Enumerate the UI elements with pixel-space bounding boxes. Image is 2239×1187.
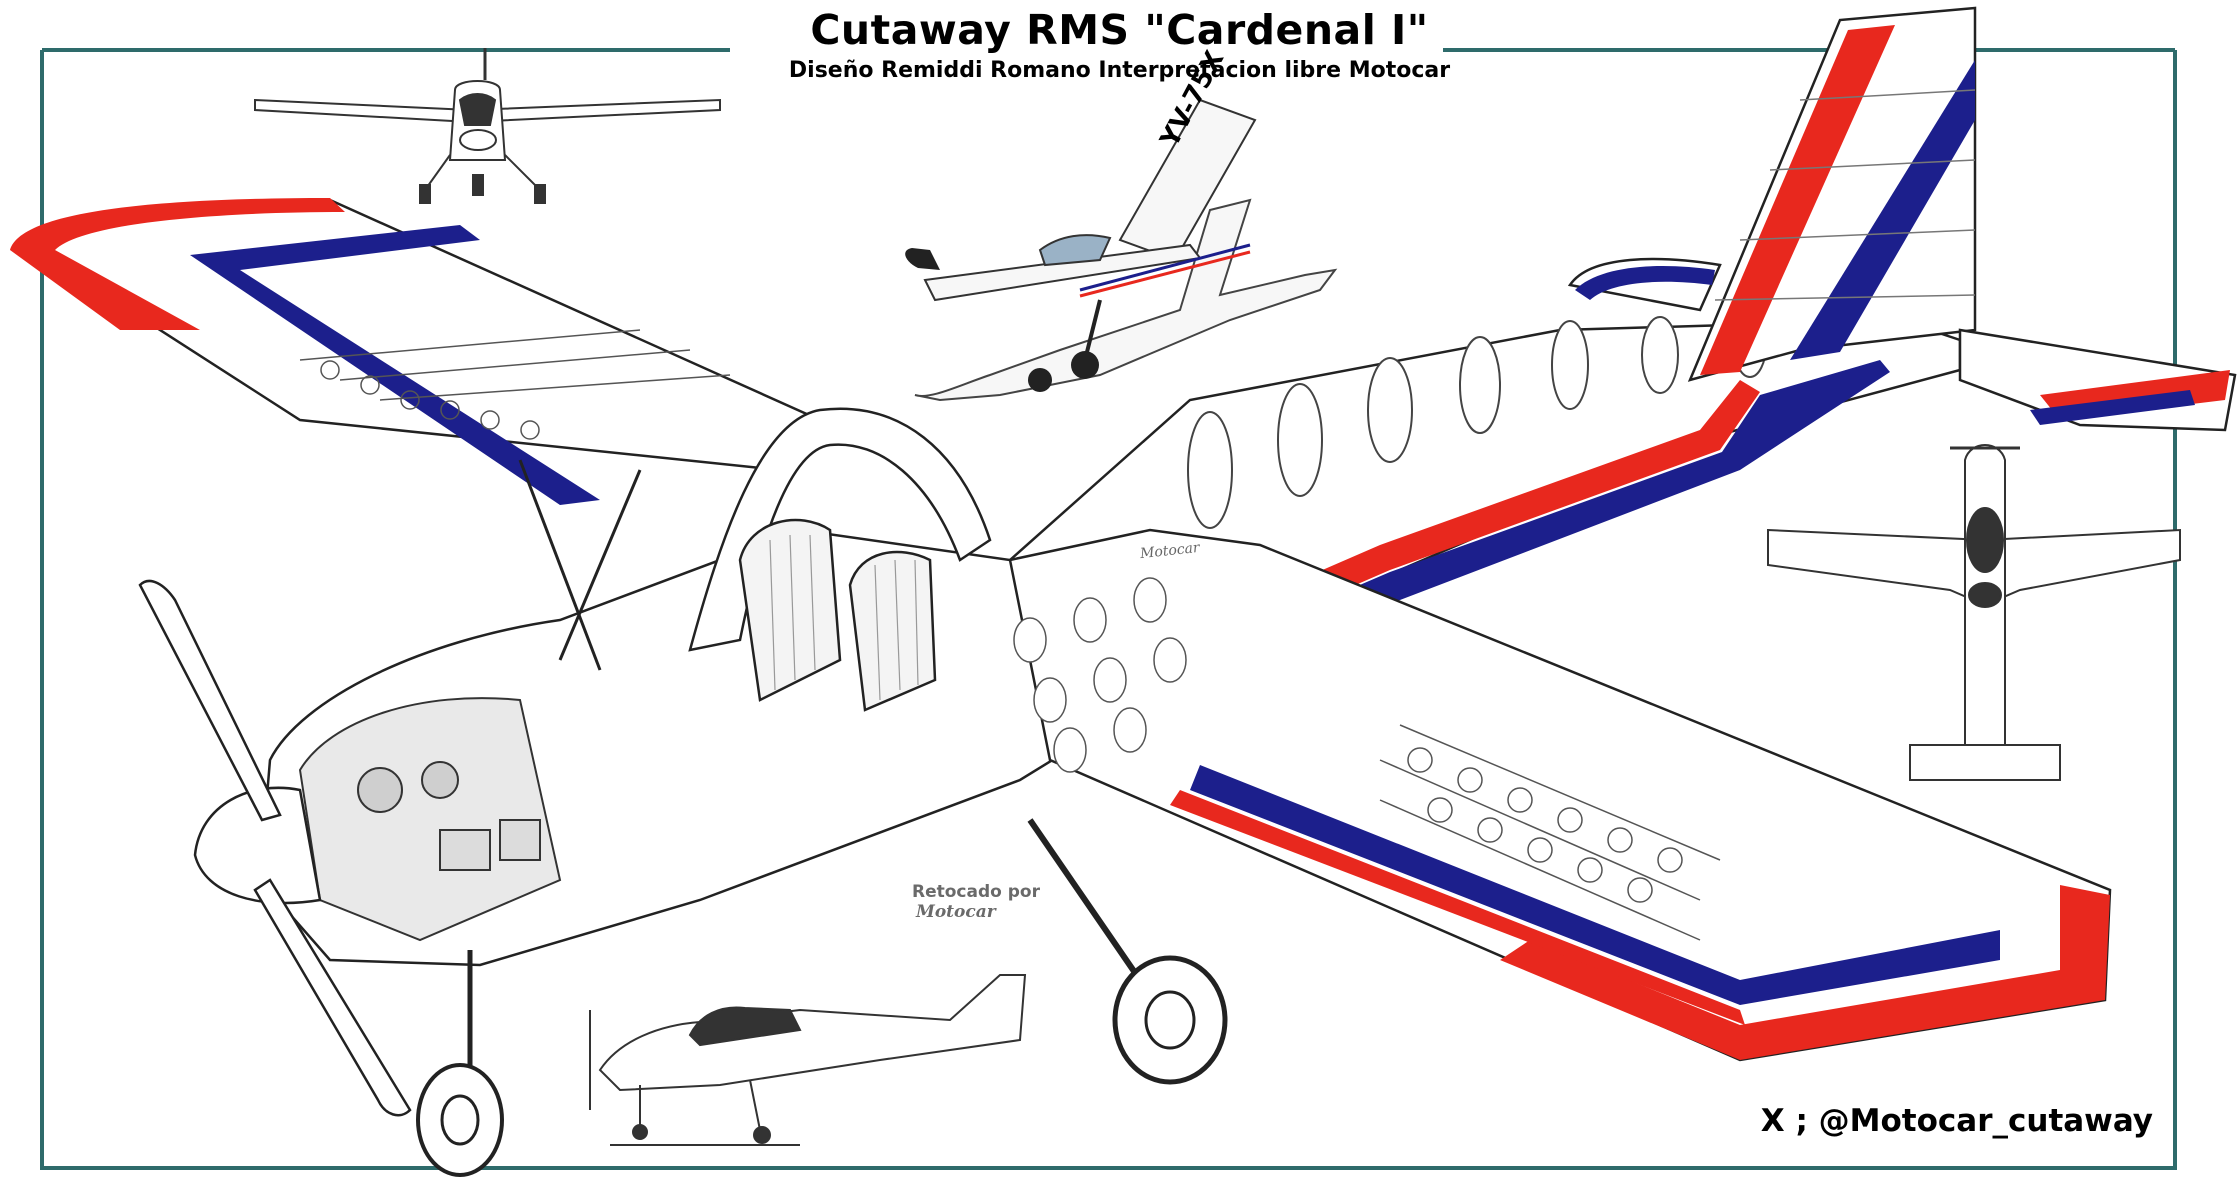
wing-left-red-edge bbox=[10, 198, 345, 330]
wing-right-ribs bbox=[1379, 724, 1721, 941]
wing-left-blue-stripe bbox=[190, 225, 600, 505]
seat-stitching bbox=[769, 534, 919, 701]
wing-right-red-stripe bbox=[1170, 790, 1745, 1025]
stabilizer-left-stripe bbox=[1575, 266, 1715, 300]
main-wheel-hub bbox=[1144, 990, 1196, 1050]
canopy bbox=[688, 407, 992, 652]
page-subtitle-text: Diseño Remiddi Romano Interpretacion lib… bbox=[778, 58, 1461, 83]
wing-right-red-edge bbox=[1500, 885, 2110, 1060]
nose-wheel-hub bbox=[440, 1094, 480, 1146]
fin-blue-stripe bbox=[1790, 60, 1975, 360]
propeller-blade-top bbox=[138, 579, 282, 822]
page-subtitle: Diseño Remiddi Romano Interpretacion lib… bbox=[0, 58, 2239, 83]
seat-right bbox=[848, 550, 937, 712]
fin-ribs bbox=[1714, 89, 1976, 301]
main-airplane bbox=[10, 6, 2237, 1177]
main-gear-strut bbox=[1027, 818, 1143, 982]
engine-bay bbox=[298, 697, 562, 942]
airplane-photo-icon bbox=[905, 98, 1338, 402]
retouch-credit-line1: Retocado por bbox=[912, 882, 1040, 902]
stabilizer-right-stripe-blue bbox=[2030, 390, 2195, 425]
wing-strut-rear bbox=[518, 459, 602, 671]
propeller-spinner bbox=[193, 786, 322, 905]
social-handle: X ; @Motocar_cutaway bbox=[1760, 1103, 2153, 1139]
airplane-front-view-icon bbox=[254, 48, 721, 204]
airplane-top-view-icon bbox=[1767, 444, 2181, 781]
center-section-ribs bbox=[1013, 577, 1187, 773]
wing-left-ribs bbox=[299, 329, 731, 440]
wing-strut-front bbox=[558, 469, 642, 661]
propeller-blade-bottom bbox=[253, 878, 412, 1117]
page-title: Cutaway RMS "Cardenal I" bbox=[0, 6, 2239, 54]
page-title-text: Cutaway RMS "Cardenal I" bbox=[796, 6, 1443, 54]
airplane-side-view-icon bbox=[589, 974, 1027, 1146]
fin-red-stripe bbox=[1700, 25, 1895, 375]
retouch-credit-line2: Motocar bbox=[916, 902, 996, 922]
frame-border bbox=[40, 50, 2177, 1170]
